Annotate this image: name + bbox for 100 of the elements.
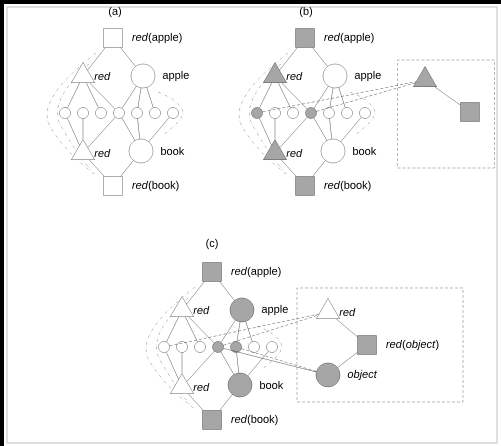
connector-line <box>259 118 272 146</box>
panel-label: (a) <box>108 6 122 18</box>
connector-line <box>220 352 234 375</box>
connector-line <box>312 48 328 67</box>
connector-line <box>220 394 233 410</box>
connector-line <box>166 316 179 342</box>
connector-bundle <box>169 314 320 346</box>
connector-line <box>329 118 332 140</box>
connector-line <box>138 88 142 108</box>
node-label: red <box>286 72 302 80</box>
node-label: red <box>339 308 356 316</box>
connector-line <box>246 321 252 342</box>
connector-line <box>122 86 137 108</box>
connector-line <box>337 352 358 368</box>
node-label: red(book) <box>231 414 278 426</box>
connector-line <box>120 160 134 176</box>
connector-line <box>281 160 296 176</box>
circle-node <box>359 107 371 119</box>
connector-line <box>186 351 214 382</box>
node-label: red(book) <box>324 180 371 192</box>
connector-line <box>82 118 84 140</box>
connector-line <box>90 82 116 110</box>
panel-label: (b) <box>300 6 312 18</box>
circle-node <box>305 107 317 119</box>
circle-node <box>77 107 89 119</box>
circle-node <box>266 341 278 353</box>
connector-line <box>188 394 204 410</box>
circle-node <box>341 107 353 119</box>
dashed-frame <box>296 288 464 402</box>
connector-line <box>67 82 80 108</box>
circle-node <box>212 341 224 353</box>
connector-line <box>279 48 298 70</box>
node-label: red(book) <box>132 180 179 192</box>
circle-node <box>248 341 260 353</box>
circle-node <box>59 107 71 119</box>
circle-node <box>176 341 188 353</box>
connector-line <box>122 118 136 141</box>
connector-line <box>236 352 239 374</box>
node-label: book <box>260 380 284 390</box>
connector-line <box>282 82 308 110</box>
connector-line <box>120 48 136 67</box>
circle-node <box>269 107 281 119</box>
dashed-frame <box>397 60 495 168</box>
triangle-node <box>413 66 437 87</box>
circle-node <box>194 341 206 353</box>
connector-line <box>185 316 198 342</box>
node-label: apple <box>354 70 381 82</box>
circle-node <box>131 107 143 119</box>
connector-line <box>338 87 346 108</box>
connector-line <box>336 318 358 337</box>
circle-node <box>251 107 263 119</box>
connector-line <box>148 117 170 142</box>
node-label: red <box>94 72 110 80</box>
connector-line <box>186 282 205 304</box>
circle-node <box>323 107 335 119</box>
connector-line <box>166 352 179 380</box>
connector-line <box>89 160 104 176</box>
connector-line <box>236 322 240 342</box>
connector-line <box>219 282 235 301</box>
connector-line <box>314 118 328 141</box>
connector-line <box>340 117 362 142</box>
node-label: red(apple) <box>132 32 182 44</box>
connector-line <box>146 87 154 108</box>
connector-bundle <box>316 82 416 112</box>
connector-line <box>278 82 291 108</box>
connector-line <box>220 320 236 342</box>
node-label: apple <box>162 70 189 82</box>
connector-bundle <box>241 348 317 372</box>
node-label: red <box>286 148 302 158</box>
connector-line <box>280 117 308 148</box>
node-label: red <box>193 382 210 392</box>
connector-line <box>274 118 276 140</box>
square-node <box>460 102 480 122</box>
node-label: red <box>94 148 110 158</box>
circle-node <box>167 107 179 119</box>
connector-line <box>259 82 272 108</box>
connector-line <box>223 348 316 372</box>
connector-line <box>67 118 80 146</box>
circle-node <box>149 107 161 119</box>
circle-node <box>95 107 107 119</box>
node-label: object <box>348 370 378 380</box>
node-label: book <box>353 146 376 156</box>
node-label: red(apple) <box>324 32 374 44</box>
node-label: book <box>161 146 184 156</box>
circle-node <box>113 107 125 119</box>
connector-line <box>137 118 140 140</box>
connector-line <box>87 48 106 70</box>
connector-line <box>188 316 214 344</box>
node-label: red(apple) <box>231 266 281 278</box>
connector-bundle <box>262 82 416 112</box>
connector-line <box>330 88 334 108</box>
node-label: red <box>193 306 210 314</box>
connector-line <box>312 160 326 176</box>
node-label: red(object) <box>386 340 438 350</box>
connector-line <box>86 82 99 108</box>
circle-node <box>230 341 242 353</box>
connector-bundle <box>223 314 318 346</box>
node-label: apple <box>262 304 288 316</box>
connector-line <box>314 86 329 108</box>
panel-label: (c) <box>206 238 218 250</box>
